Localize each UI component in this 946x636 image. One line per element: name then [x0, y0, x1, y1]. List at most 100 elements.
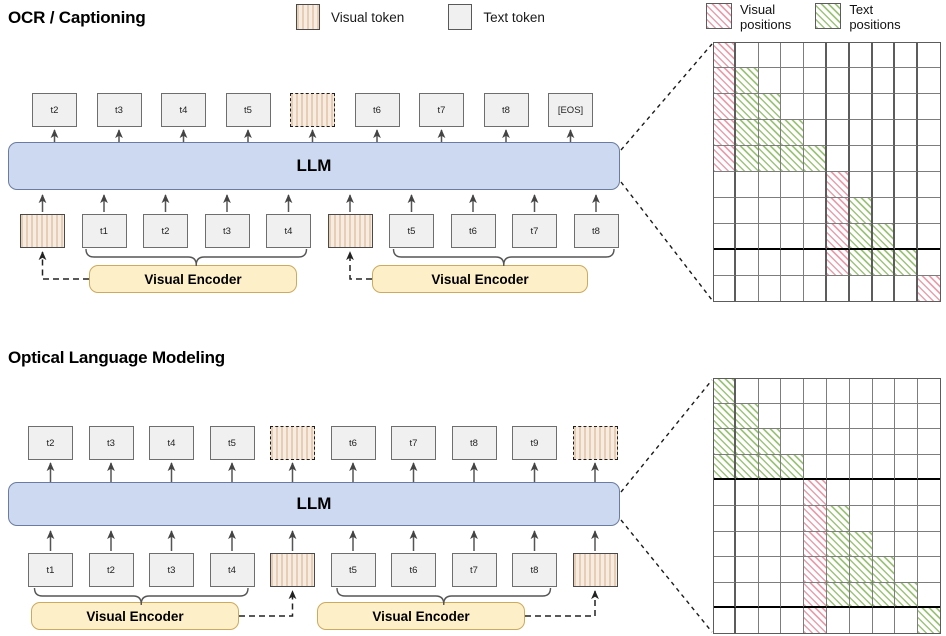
mask-cell-r3-c5: [826, 120, 850, 146]
mask-cell-r5-c7: [872, 505, 896, 532]
input-olm-token-0[interactable]: t1: [28, 553, 73, 587]
visual-encoder-2-ocr-captioning[interactable]: Visual Encoder: [372, 265, 588, 293]
mask-cell-r7-c8: [895, 557, 919, 583]
output-olm-token-6[interactable]: t7: [391, 426, 436, 460]
input-ocr-token-0[interactable]: [20, 214, 65, 248]
mask-cell-r9-c1: [735, 276, 759, 302]
mask-cell-r8-c2: [758, 582, 782, 609]
output-olm-token-1[interactable]: t3: [88, 426, 134, 460]
mask-cell-r3-c7: [872, 120, 896, 146]
output-ocr-token-8[interactable]: [EOS]: [548, 93, 593, 127]
mask-cell-r9-c9: [918, 608, 941, 634]
mask-cell-r3-c8: [895, 120, 919, 146]
input-token-row-ocr-captioning: t1 t2 t3 t4 t5 t6 t7 t8: [20, 214, 619, 248]
token-label: t4: [167, 437, 176, 449]
visual-position-swatch: [706, 3, 732, 29]
input-ocr-token-4[interactable]: t4: [266, 214, 311, 248]
mask-cell-r2-c5: [826, 429, 850, 455]
mask-cell-r6-c4: [804, 198, 827, 224]
mask-cell-r0-c7: [872, 42, 896, 68]
input-ocr-token-7[interactable]: t6: [450, 214, 496, 248]
input-olm-token-2[interactable]: t3: [149, 553, 194, 587]
input-ocr-token-6[interactable]: t5: [389, 214, 434, 248]
mask-cell-r3-c8: [895, 454, 919, 481]
input-ocr-token-1[interactable]: t1: [81, 214, 127, 248]
output-ocr-token-4[interactable]: [290, 93, 335, 127]
input-ocr-token-5[interactable]: [327, 214, 373, 248]
token-label: t8: [592, 225, 600, 237]
mask-cell-r9-c6: [849, 276, 873, 302]
output-ocr-token-0[interactable]: t2: [32, 93, 77, 127]
token-label: t5: [228, 437, 236, 449]
mask-cell-r5-c0: [713, 172, 736, 198]
visual-encoder-label: Visual Encoder: [431, 271, 529, 287]
mask-cell-r9-c5: [826, 608, 850, 634]
visual-encoder-2-optical-language-modeling[interactable]: Visual Encoder: [317, 602, 525, 630]
mask-cell-r0-c9: [918, 378, 941, 404]
output-olm-token-8[interactable]: t9: [512, 426, 557, 460]
input-olm-token-4[interactable]: [270, 553, 315, 587]
input-olm-token-1[interactable]: t2: [88, 553, 134, 587]
input-olm-token-3[interactable]: t4: [209, 553, 255, 587]
mask-cell-r0-c3: [781, 378, 805, 404]
output-ocr-token-6[interactable]: t7: [419, 93, 464, 127]
token-label: t2: [50, 104, 59, 116]
output-ocr-token-3[interactable]: t5: [225, 93, 271, 127]
llm-block-ocr-captioning[interactable]: LLM: [8, 142, 620, 190]
input-olm-token-5[interactable]: t5: [330, 553, 376, 587]
visual-encoder-1-optical-language-modeling[interactable]: Visual Encoder: [31, 602, 239, 630]
mask-cell-r7-c1: [735, 224, 759, 250]
visual-encoder-1-ocr-captioning[interactable]: Visual Encoder: [89, 265, 297, 293]
mask-cell-r0-c4: [804, 378, 827, 404]
mask-cell-r3-c4: [804, 120, 827, 146]
mask-cell-r5-c7: [872, 172, 896, 198]
input-olm-token-8[interactable]: t8: [512, 553, 557, 587]
output-ocr-token-7[interactable]: t8: [483, 93, 529, 127]
output-ocr-token-5[interactable]: t6: [354, 93, 400, 127]
input-ocr-token-2[interactable]: t2: [143, 214, 188, 248]
output-olm-token-3[interactable]: t5: [209, 426, 255, 460]
mask-cell-r9-c8: [895, 276, 919, 302]
output-olm-token-2[interactable]: t4: [149, 426, 194, 460]
output-ocr-token-1[interactable]: t3: [96, 93, 142, 127]
mask-cell-r2-c0: [713, 429, 736, 455]
mask-cell-r7-c2: [758, 557, 782, 583]
output-olm-token-9[interactable]: [572, 426, 618, 460]
mask-cell-r0-c9: [918, 42, 941, 68]
mask-cell-r0-c3: [781, 42, 805, 68]
mask-cell-r2-c6: [849, 429, 873, 455]
input-olm-token-9[interactable]: [572, 553, 618, 587]
output-ocr-token-2[interactable]: t4: [161, 93, 206, 127]
token-label: t8: [502, 104, 510, 116]
legend-item-visual-positions: Visual positions: [706, 2, 791, 33]
input-ocr-token-3[interactable]: t3: [204, 214, 250, 248]
token-label: t3: [223, 225, 231, 237]
legend-label-visual-token: Visual token: [331, 9, 405, 25]
mask-cell-r8-c2: [758, 250, 782, 276]
mask-cell-r6-c9: [918, 198, 941, 224]
output-olm-token-0[interactable]: t2: [28, 426, 73, 460]
mask-cell-r4-c2: [758, 480, 782, 506]
mask-cell-r5-c8: [895, 505, 919, 532]
output-olm-token-7[interactable]: t8: [451, 426, 497, 460]
input-ocr-token-9[interactable]: t8: [573, 214, 619, 248]
token-type-legend: Visual token Text token: [296, 4, 545, 30]
section-title-ocr-captioning: OCR / Captioning: [8, 8, 146, 27]
mask-cell-r6-c5: [826, 531, 850, 558]
output-olm-token-4[interactable]: [270, 426, 315, 460]
input-olm-token-7[interactable]: t7: [451, 553, 497, 587]
output-olm-token-5[interactable]: t6: [330, 426, 376, 460]
mask-cell-r2-c8: [895, 429, 919, 455]
mask-cell-r6-c3: [781, 531, 805, 558]
mask-cell-r0-c6: [849, 378, 873, 404]
output-token-row-optical-language-modeling: t2 t3 t4 t5 t6 t7 t8 t9: [28, 426, 618, 460]
mask-cell-r2-c1: [735, 429, 759, 455]
mask-cell-r2-c7: [872, 94, 896, 120]
llm-block-optical-language-modeling[interactable]: LLM: [8, 482, 620, 526]
mask-cell-r8-c1: [735, 250, 759, 276]
mask-cell-r1-c8: [895, 68, 919, 94]
token-label: t6: [349, 437, 357, 449]
input-olm-token-6[interactable]: t6: [391, 553, 436, 587]
input-ocr-token-8[interactable]: t7: [512, 214, 557, 248]
